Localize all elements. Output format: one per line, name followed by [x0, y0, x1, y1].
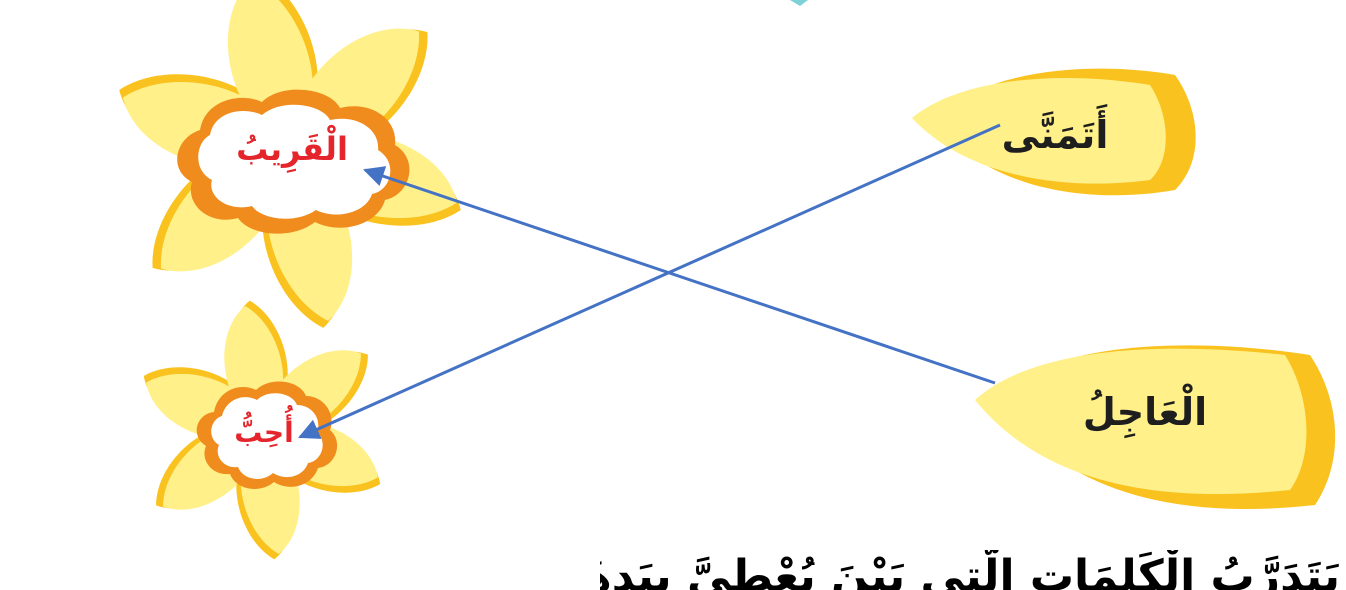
- flower-card-alqarib[interactable]: الْقَرِيبُ: [107, 0, 473, 335]
- top-cropped-mark: [790, 0, 808, 6]
- leaf-word: الْعَاجِلُ: [1083, 383, 1207, 439]
- flower-word: الْقَرِيبُ: [236, 124, 348, 174]
- match-arrow-alajil-to-alqarib: [365, 170, 995, 383]
- flower-card-uhibbu[interactable]: أُحِبُّ: [133, 298, 391, 562]
- instruction-text-cropped: يَتَدَرَّبُ الْكَلِمَاتِ الَّتِي بَيْنَ …: [600, 550, 1340, 590]
- leaf-card-alajil[interactable]: الْعَاجِلُ: [975, 345, 1335, 509]
- leaf-card-atamanna[interactable]: أَتَمَنَّى: [912, 69, 1196, 196]
